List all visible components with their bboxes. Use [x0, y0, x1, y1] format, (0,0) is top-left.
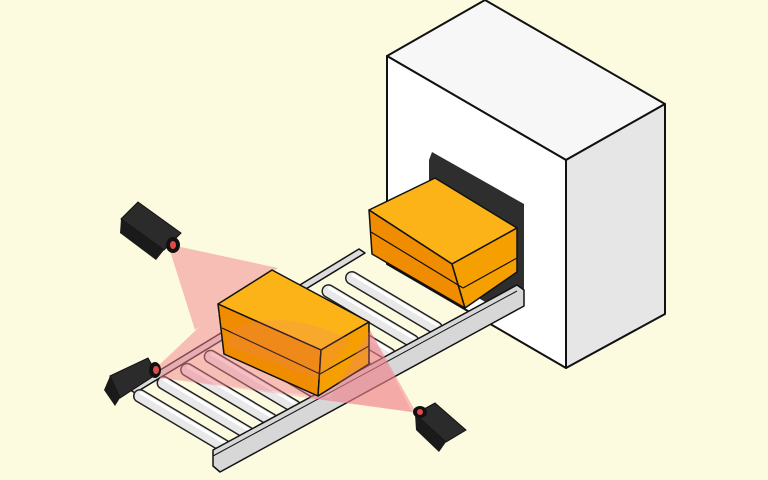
roller	[345, 271, 443, 335]
camera-bottom-right	[413, 402, 467, 452]
scan-beam-right	[310, 330, 418, 416]
camera-bottom-left	[104, 357, 161, 406]
roller	[156, 375, 255, 440]
roller	[133, 389, 231, 453]
scan-beam-top	[170, 246, 278, 330]
roller	[321, 284, 420, 349]
camera-top-left	[120, 201, 182, 260]
box-inside-tunnel	[368, 177, 518, 309]
box-under-scan	[217, 269, 370, 397]
scan-beam-overlay	[160, 330, 412, 412]
